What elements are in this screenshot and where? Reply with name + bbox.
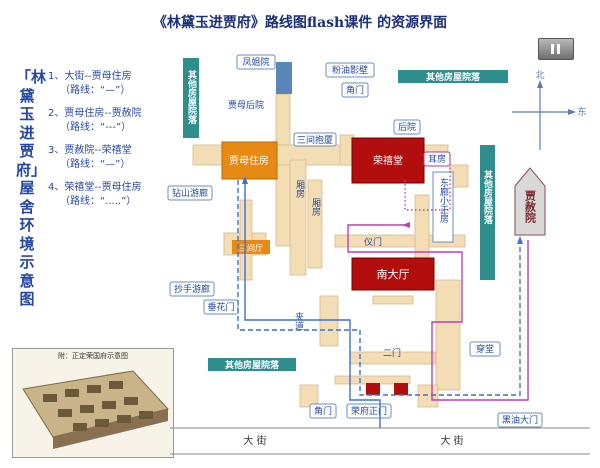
- route-1-path: [244, 180, 381, 428]
- label-rongfuzhengmen: 荣府正门: [351, 405, 387, 417]
- label-ermen: 二门: [383, 347, 401, 359]
- map-thumbnail-drawing: [22, 370, 169, 449]
- route-3-sub: （路线：“—”）: [60, 159, 131, 170]
- other-courtyards-top-left: [183, 58, 199, 138]
- label-jiaomen-bottom: 角门: [314, 405, 332, 417]
- label-box-chuihuamen: [203, 299, 239, 315]
- label-chuanshanyoulang: 钻山游廊: [172, 187, 208, 199]
- building-sanjianting-label: 三间厅: [239, 244, 263, 253]
- page-title: 《林黛玉进贾府》路线图flash课件 的资源界面: [152, 15, 448, 31]
- compass-north-label: 北: [535, 70, 544, 81]
- route-2-line: 2、贾母住房--贾赦院: [48, 108, 142, 119]
- label-box-chaoshouyoulang: [169, 281, 215, 297]
- pause-icon-bar-left: [551, 44, 554, 54]
- label-erfang: 耳房: [428, 153, 446, 165]
- route-1-arrow: [242, 176, 248, 184]
- building-rongxi[interactable]: [351, 137, 425, 184]
- route-2-arrow: [517, 236, 523, 244]
- building-nandating[interactable]: [351, 257, 435, 291]
- building-donglang[interactable]: [432, 171, 454, 243]
- pillar-fengjie: [276, 62, 292, 94]
- route-3-path: [347, 224, 529, 401]
- label-heiyoudamen: 黑油大门: [502, 414, 538, 426]
- label-fenyou: 粉油影壁: [332, 64, 368, 76]
- other-courtyards-top-left-label: 其他房屋院落: [186, 69, 198, 125]
- building-rongxi-label: 荣禧堂: [373, 154, 403, 167]
- label-box-jiaomen-bottom: [309, 403, 337, 419]
- vertical-title: 「林黛玉进贾府」屋舍环境示意图: [16, 68, 47, 308]
- route-4-line: 4、荣禧堂--贾母住房: [48, 182, 142, 193]
- label-box-fengjie: [236, 54, 276, 70]
- route-item-4[interactable]: 4、荣禧堂--贾母住房 （路线：“.....”）: [48, 181, 180, 209]
- label-box-chuantang: [469, 341, 501, 357]
- building-jiasheyuan-label: 贾赦院: [524, 190, 538, 224]
- pause-icon-bar-right: [557, 44, 560, 54]
- label-chuihuamen: 垂花门: [207, 301, 234, 313]
- route-4-path: [404, 165, 451, 211]
- compass-east-label: 东: [577, 106, 586, 118]
- label-xiangfang-left: 厢房: [294, 180, 305, 199]
- building-jiamu-label: 贾母住房: [229, 154, 269, 167]
- route-1-sub: （路线：“—”）: [60, 85, 131, 96]
- other-courtyards-bottom-label: 其他房屋院落: [225, 359, 280, 371]
- route-1-line: 1、大街--贾母住房: [48, 71, 132, 82]
- gate-rongfu-right: [394, 383, 408, 395]
- label-dajie-right: 大 街: [440, 434, 463, 447]
- thumbnail-buildings: [22, 370, 169, 449]
- label-box-jiaomen-top: [341, 82, 369, 98]
- other-courtyards-top-right-label: 其他房屋院落: [426, 71, 481, 83]
- label-box-sanjianbaoxia: [293, 132, 337, 147]
- building-jiasheyuan[interactable]: [514, 167, 546, 236]
- label-chaoshouyoulang: 抄手游廊: [174, 283, 210, 295]
- other-courtyards-right-label: 其他房屋院落: [482, 169, 494, 225]
- route-item-1[interactable]: 1、大街--贾母住房 （路线：“—”）: [48, 70, 180, 98]
- label-box-houfang: [393, 119, 421, 135]
- label-fengjie: 凤姐院: [242, 56, 269, 68]
- route-3-line: 3、贾赦院--荣禧堂: [48, 145, 132, 156]
- route-item-2[interactable]: 2、贾母住房--贾赦院 （路线：“---”）: [48, 107, 180, 135]
- label-jiadao: 夹道: [293, 311, 304, 331]
- gate-rongfu-left: [366, 383, 380, 395]
- route-4-sub: （路线：“.....”）: [60, 196, 137, 207]
- other-courtyards-right: [480, 145, 495, 280]
- route-legend: 1、大街--贾母住房 （路线：“—”） 2、贾母住房--贾赦院 （路线：“---…: [48, 70, 180, 218]
- label-xiangfang-right: 厢房: [310, 198, 321, 217]
- label-chuantang: 穿堂: [476, 343, 494, 355]
- pause-button[interactable]: [538, 38, 574, 60]
- label-houfang: 后院: [398, 121, 416, 133]
- other-courtyards-top-right: [398, 70, 508, 83]
- map-caption: 附：正定荣国府示意图: [58, 352, 128, 360]
- building-sanjianting[interactable]: [232, 240, 270, 254]
- label-box-chuanshanyoulang: [167, 185, 213, 201]
- rongguofu-map-thumbnail[interactable]: 附：正定荣国府示意图: [12, 348, 174, 458]
- route-item-3[interactable]: 3、贾赦院--荣禧堂 （路线：“—”）: [48, 144, 180, 172]
- building-nandating-label: 南大厅: [377, 267, 410, 281]
- label-box-heiyoudamen: [497, 412, 543, 428]
- building-jiamu[interactable]: [221, 141, 278, 180]
- building-donglang-label: 东廊小正房: [438, 177, 449, 224]
- compass: 北 东: [512, 70, 587, 150]
- route-3-arrow: [402, 222, 410, 228]
- route-2-path: [237, 180, 521, 396]
- label-yimen: 仪门: [364, 236, 382, 248]
- label-box-erfang: [423, 151, 451, 167]
- label-jiamuhouyuan: 贾母后院: [228, 99, 264, 111]
- route-2-sub: （路线：“---”）: [60, 122, 132, 133]
- other-courtyards-bottom: [208, 358, 296, 371]
- label-sanjianbaoxia: 三间抱厦: [297, 134, 333, 146]
- label-jiaomen-top: 角门: [346, 84, 364, 96]
- label-box-fenyou: [325, 62, 375, 78]
- label-dajie-left: 大 街: [243, 434, 266, 447]
